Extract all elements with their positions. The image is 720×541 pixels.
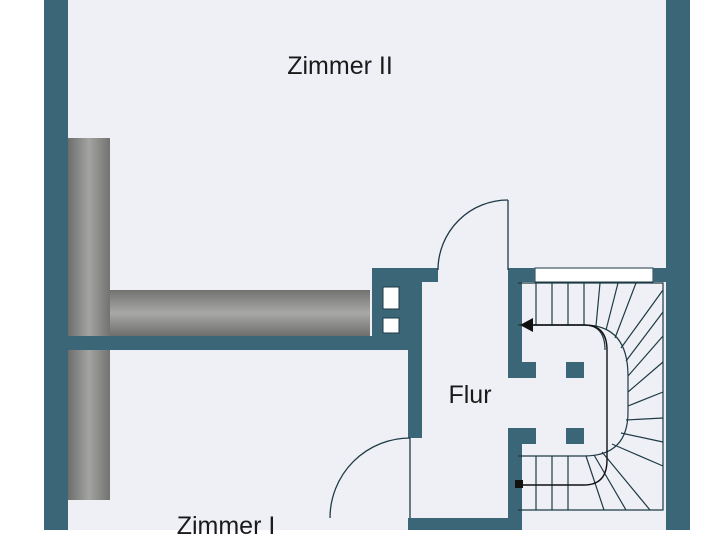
stair-arrow-icon <box>520 318 533 332</box>
exterior-walls <box>44 0 690 530</box>
door-zimmer-1 <box>329 437 411 519</box>
closet-zimmer-2-vertical <box>68 138 110 336</box>
room-label-flur: Flur <box>448 381 492 409</box>
shaft-opening-upper <box>382 286 400 310</box>
closet-zimmer-2-horizontal <box>110 290 370 336</box>
stair-top-strip <box>534 267 654 283</box>
interior-walls <box>68 268 666 530</box>
stair-walk-line <box>522 324 608 486</box>
room-label-zimmer-1: Zimmer I <box>176 512 276 540</box>
stair-start-marker <box>515 480 523 488</box>
closet-zimmer-1 <box>68 350 110 500</box>
shaft-opening-lower <box>382 317 400 334</box>
floor-plan <box>44 0 690 530</box>
door-zimmer-2 <box>437 199 509 271</box>
room-label-zimmer-2: Zimmer II <box>287 52 393 80</box>
staircase <box>518 282 664 511</box>
